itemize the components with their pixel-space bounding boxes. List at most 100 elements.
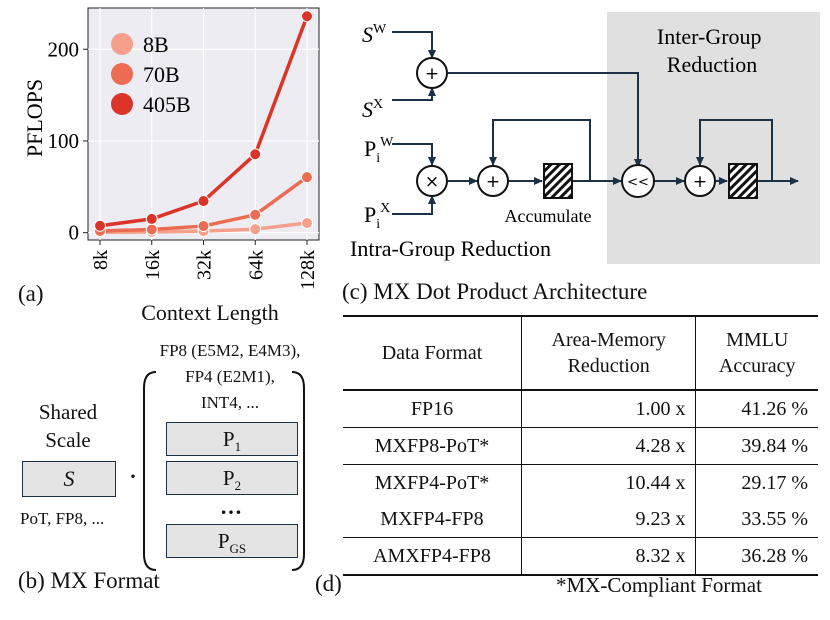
element-box: PGS xyxy=(166,524,298,558)
intra-accumulator xyxy=(543,163,573,199)
svg-text:+: + xyxy=(425,64,439,84)
format-cell: MXFP8-PoT* xyxy=(343,427,522,465)
inter-group-background xyxy=(607,12,820,264)
reduction-cell: 8.32 x xyxy=(520,537,696,576)
results-table: Data Format Area-Memory Reduction MMLU A… xyxy=(343,315,818,576)
multiplier: × xyxy=(416,165,448,197)
element-symbol: P xyxy=(222,427,235,451)
svg-text:+: + xyxy=(486,172,500,192)
accuracy-cell: 33.55 % xyxy=(695,501,818,538)
shift-operator: << xyxy=(621,164,655,198)
inter-adder: + xyxy=(684,165,716,197)
reduction-cell: 4.28 x xyxy=(520,427,696,465)
data-point xyxy=(94,219,106,232)
vector-brackets xyxy=(143,371,305,571)
dot-operator: · xyxy=(128,460,138,493)
legend-label: 70B xyxy=(143,62,180,87)
svg-text:×: × xyxy=(425,172,439,192)
table-header-row: Data Format Area-Memory Reduction MMLU A… xyxy=(343,315,818,391)
header-accuracy: MMLU Accuracy xyxy=(695,315,818,391)
accuracy-cell: 29.17 % xyxy=(695,464,818,501)
x-tick-label: 32k xyxy=(194,250,216,280)
mx-dot-product-diagram: + × + << + SW SX PiW PiX Accumulate Intr… xyxy=(350,12,820,264)
accuracy-cell: 36.28 % xyxy=(695,537,818,576)
format-cell: MXFP4-PoT* xyxy=(343,464,522,501)
x-tick-label: 8k xyxy=(90,250,112,270)
element-box: P1 xyxy=(166,422,298,456)
inter-group-label: Inter-Group Reduction xyxy=(657,24,767,77)
table-row: MXFP8-PoT* 4.28 x 39.84 % xyxy=(343,427,818,465)
x-tick-label: 128k xyxy=(297,250,319,290)
panel-a-label: (a) xyxy=(18,281,44,306)
header-reduction: Area-Memory Reduction xyxy=(520,315,696,391)
shared-scale-symbol: S xyxy=(63,466,75,491)
data-point xyxy=(301,217,313,230)
data-point xyxy=(197,220,210,233)
input-pw: PiW xyxy=(364,135,394,166)
inter-accumulator xyxy=(728,163,758,199)
reduction-cell: 9.23 x xyxy=(520,501,696,538)
legend-label: 8B xyxy=(143,32,169,57)
element-ellipsis: … xyxy=(220,494,242,519)
input-sw: SW xyxy=(362,22,387,47)
input-px: PiX xyxy=(364,201,390,232)
data-point xyxy=(301,10,313,23)
table-row: MXFP4-FP8 9.23 x 33.55 % xyxy=(343,501,818,538)
scale-types: PoT, FP8, ... xyxy=(20,509,105,528)
accuracy-cell: 39.84 % xyxy=(695,427,818,465)
element-symbol: P xyxy=(217,529,230,553)
table-row: AMXFP4-FP8 8.32 x 36.28 % xyxy=(343,537,818,576)
legend-marker xyxy=(111,33,133,55)
table-row: FP16 1.00 x 41.26 % xyxy=(343,390,818,428)
data-point xyxy=(249,208,262,221)
data-point xyxy=(145,212,158,225)
element-types: FP8 (E5M2, E4M3), FP4 (E2M1), INT4, ... xyxy=(140,338,320,416)
format-cell: MXFP4-FP8 xyxy=(380,507,484,530)
y-tick-label: 200 xyxy=(48,37,80,61)
panel-d-label: (d) xyxy=(315,571,342,596)
format-cell: FP16 xyxy=(410,397,454,420)
inter-group-line: Inter-Group xyxy=(657,24,762,49)
element-symbol: P xyxy=(222,466,235,490)
x-tick-label: 64k xyxy=(245,250,267,280)
element-index: 2 xyxy=(234,478,242,494)
chart-series xyxy=(94,10,313,239)
panel-c-label: (c) MX Dot Product Architecture xyxy=(342,279,648,304)
table-row: MXFP4-PoT* 10.44 x 29.17 % xyxy=(343,464,818,501)
format-cell: AMXFP4-FP8 xyxy=(343,537,522,576)
y-axis-label: PFLOPS xyxy=(22,79,47,157)
reduction-cell: 10.44 x xyxy=(520,464,696,501)
chart-legend: 8B 70B 405B xyxy=(111,32,191,117)
legend-label: 405B xyxy=(143,92,191,117)
data-point xyxy=(197,195,210,208)
inter-group-line: Reduction xyxy=(667,52,757,77)
shared-scale-box: S xyxy=(22,461,116,497)
y-tick-label: 0 xyxy=(69,221,80,245)
input-sx: SX xyxy=(362,97,383,122)
intra-group-label: Intra-Group Reduction xyxy=(350,236,551,261)
data-point xyxy=(249,223,262,236)
data-point xyxy=(145,223,158,236)
panel-b-label: (b) MX Format xyxy=(18,568,160,593)
reduction-cell: 1.00 x xyxy=(520,390,696,428)
header-data-format: Data Format xyxy=(343,315,522,391)
element-type-line: FP8 (E5M2, E4M3), xyxy=(159,341,301,360)
scale-adder: + xyxy=(416,57,448,89)
shared-scale-label: Shared Scale xyxy=(38,400,98,452)
element-index: 1 xyxy=(234,439,242,455)
x-tick-label: 16k xyxy=(142,250,164,280)
svg-text:+: + xyxy=(693,172,707,192)
element-type-line: FP4 (E2M1), xyxy=(185,367,275,386)
x-axis-label: Context Length xyxy=(141,300,279,325)
legend-marker xyxy=(111,63,133,85)
intra-adder: + xyxy=(477,165,509,197)
accuracy-cell: 41.26 % xyxy=(695,390,818,428)
legend-marker xyxy=(111,93,133,115)
svg-text:<<: << xyxy=(627,175,649,190)
element-box: P2 xyxy=(166,461,298,495)
element-type-line: INT4, ... xyxy=(200,393,260,412)
accumulate-label: Accumulate xyxy=(505,206,592,226)
